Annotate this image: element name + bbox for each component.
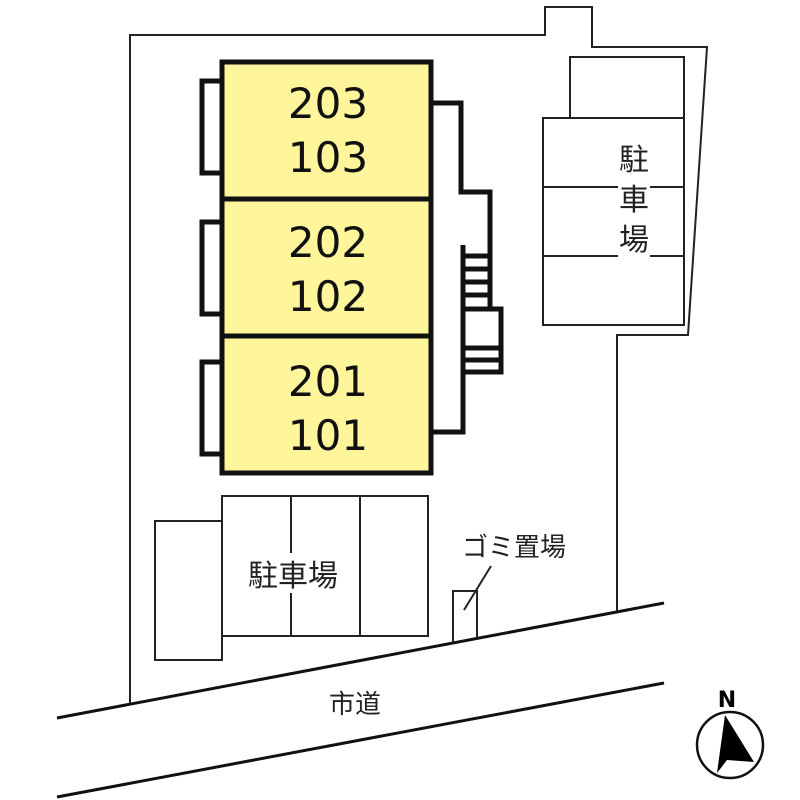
parking-right-label-char-1: 駐 bbox=[619, 143, 649, 178]
garbage-area-label: ゴミ置場 bbox=[462, 533, 566, 563]
unit-number-201: 201 bbox=[288, 357, 368, 406]
stair-treads bbox=[463, 253, 501, 363]
unit-number-103: 103 bbox=[288, 133, 368, 182]
parking-right-label-char-3: 場 bbox=[619, 223, 649, 258]
north-arrow-icon bbox=[717, 715, 754, 773]
parking-bottom-label: 駐車場 bbox=[248, 559, 338, 594]
garbage-area: ゴミ置場 bbox=[452, 533, 566, 642]
parking-bottom-side-space bbox=[154, 520, 223, 661]
garbage-enclosure bbox=[452, 590, 478, 642]
compass-north-label: N bbox=[718, 688, 736, 713]
corridor-and-stairs bbox=[431, 100, 504, 435]
unit-number-202: 202 bbox=[288, 218, 368, 267]
unit-number-203: 203 bbox=[288, 79, 368, 128]
unit-number-101: 101 bbox=[288, 411, 368, 460]
compass: N bbox=[695, 688, 765, 780]
parking-right-lot bbox=[542, 117, 685, 326]
road-edge-lower bbox=[56, 681, 665, 799]
parking-bottom: 駐車場 bbox=[154, 495, 429, 661]
corridor-outline bbox=[431, 100, 493, 309]
unit-block-201-101[interactable]: 201 101 bbox=[219, 333, 434, 476]
balconies bbox=[199, 78, 225, 457]
parking-bottom-lot bbox=[221, 495, 429, 637]
balcony-unit-1 bbox=[199, 359, 225, 457]
parking-right-extension bbox=[569, 56, 685, 119]
unit-number-102: 102 bbox=[288, 272, 368, 321]
balcony-unit-2 bbox=[199, 219, 225, 317]
parking-right: 駐 車 場 bbox=[542, 56, 685, 326]
balcony-unit-3 bbox=[199, 78, 225, 176]
road: 市道 bbox=[56, 601, 665, 799]
garbage-leader-line bbox=[463, 565, 492, 611]
building: 203 103 202 102 201 101 bbox=[219, 59, 434, 476]
unit-block-203-103[interactable]: 203 103 bbox=[219, 59, 434, 202]
parking-right-label-char-2: 車 bbox=[619, 183, 649, 218]
corridor-inner-wall bbox=[431, 245, 466, 435]
property-boundary bbox=[129, 6, 709, 703]
stair-landing bbox=[460, 306, 504, 375]
road-edge-upper bbox=[56, 601, 665, 720]
road-label: 市道 bbox=[329, 690, 381, 720]
unit-block-202-102[interactable]: 202 102 bbox=[219, 196, 434, 339]
